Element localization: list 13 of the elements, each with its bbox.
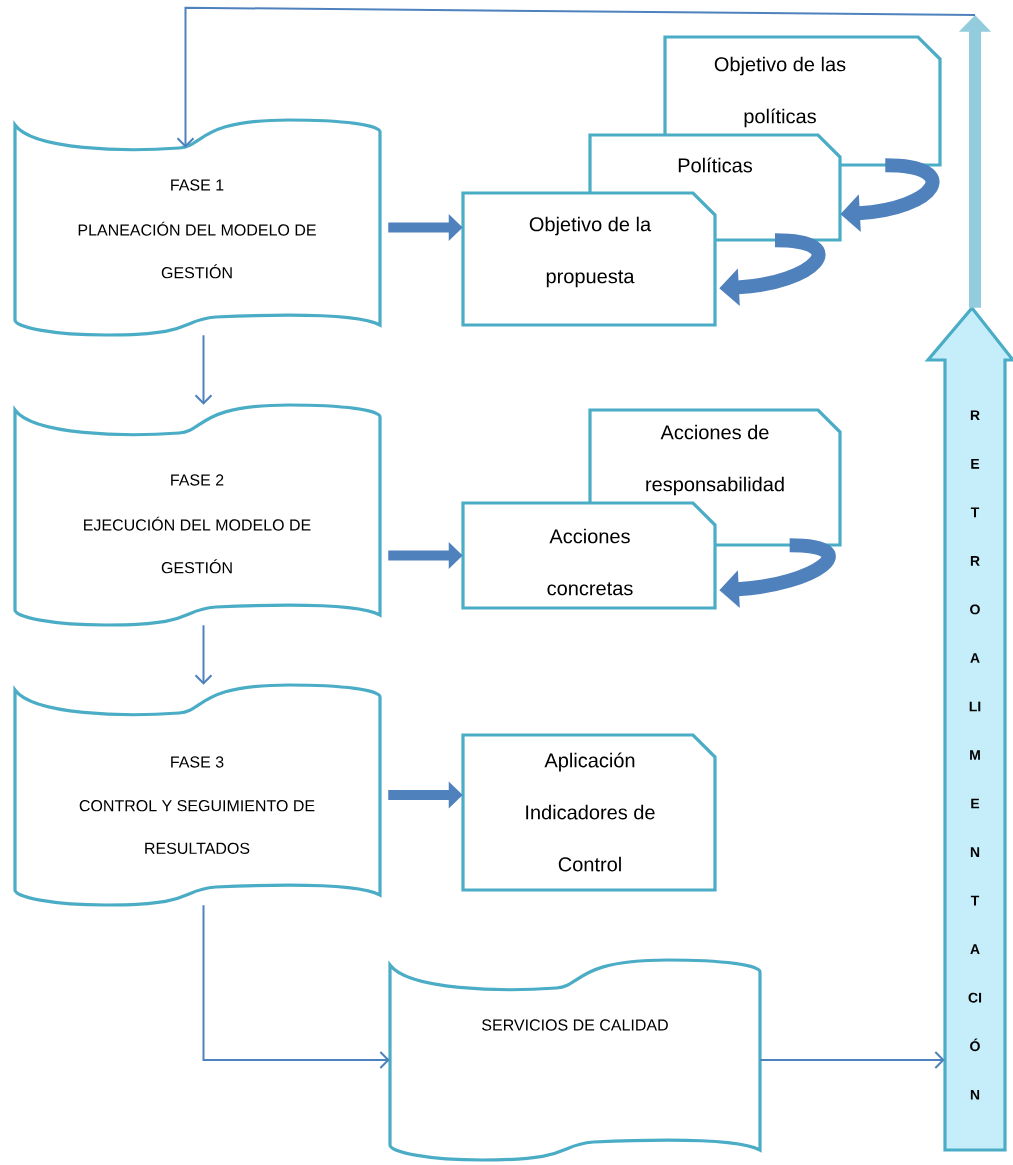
up-arrow-box: R E T R O A LI M E N T A CI Ó N <box>924 305 1013 1152</box>
document-box: FASE 3 CONTROL Y SEGUIMIENTO DE RESULTADOS <box>13 683 382 907</box>
snipped-corner-box: Objetivo de la propuesta <box>461 191 717 327</box>
document-box: SERVICIOS DE CALIDAD <box>388 958 762 1162</box>
snipped-corner-box: Acciones concretas <box>461 501 717 610</box>
arrow <box>759 1051 945 1069</box>
arrow <box>176 6 976 148</box>
arrow <box>194 334 213 405</box>
document-box: FASE 1 PLANEACIÓN DEL MODELO DE GESTIÓN <box>13 118 382 337</box>
document-box: FASE 2 EJECUCIÓN DEL MODELO DE GESTIÓN <box>13 403 382 627</box>
arrow <box>202 904 390 1069</box>
snipped-corner-box: Aplicación Indicadores de Control <box>461 733 717 892</box>
arrow <box>194 624 213 685</box>
